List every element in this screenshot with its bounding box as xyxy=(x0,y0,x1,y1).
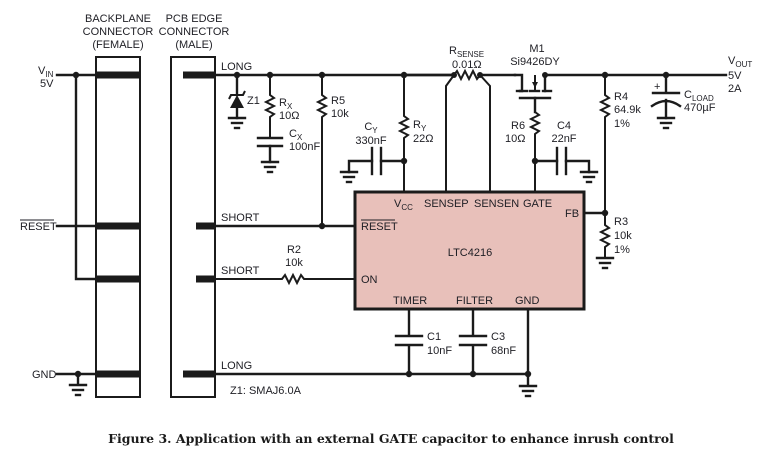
ltc4216-ic xyxy=(353,190,586,311)
r2-ref: R2 xyxy=(287,244,301,256)
r4-ref: R4 xyxy=(614,91,628,103)
pin-on: ON xyxy=(361,274,378,286)
backplane-label-2: CONNECTOR xyxy=(83,26,154,38)
ic-name: LTC4216 xyxy=(448,247,492,259)
cy-value: 330nF xyxy=(355,135,386,147)
m1-value: Si9426DY xyxy=(510,56,560,68)
r3-ref: R3 xyxy=(614,216,628,228)
vin-to-on-wire xyxy=(74,73,98,281)
cload-value: 470µF xyxy=(684,102,716,114)
cload-ref: CLOAD xyxy=(684,89,714,103)
pin-gnd: GND xyxy=(515,295,540,307)
r3-tolerance: 1% xyxy=(614,244,630,256)
r4-value: 64.9k xyxy=(614,104,641,116)
pin-length-on: SHORT xyxy=(221,265,260,277)
r5-value: 10k xyxy=(331,108,349,120)
ground-icon xyxy=(518,307,538,398)
pin-length-vin: LONG xyxy=(221,61,252,73)
rx-resistor xyxy=(263,75,277,138)
pin-fb: FB xyxy=(565,208,579,220)
pin-gate: GATE xyxy=(523,198,552,210)
r5-resistor xyxy=(315,75,329,226)
ry-value: 22Ω xyxy=(413,133,433,145)
pin-length-reset: SHORT xyxy=(221,212,260,224)
c4-ref: C4 xyxy=(557,120,571,132)
pin-sensep: SENSEP xyxy=(424,198,469,210)
plus-icon: + xyxy=(654,81,660,93)
pin-sensen: SENSEN xyxy=(474,198,519,210)
z1-ref: Z1 xyxy=(247,95,260,107)
backplane-label-1: BACKPLANE xyxy=(85,13,151,25)
c4-capacitor xyxy=(533,146,599,184)
pin-vcc: VCC xyxy=(394,198,413,212)
rsense-value: 0.01Ω xyxy=(452,59,482,71)
r3-resistor xyxy=(595,213,615,270)
c3-capacitor xyxy=(458,307,488,376)
pcb-edge-label-3: (MALE) xyxy=(175,39,212,51)
r6-ref: R6 xyxy=(511,120,525,132)
backplane-label-3: (FEMALE) xyxy=(92,39,143,51)
vin-label: VIN xyxy=(38,65,54,79)
cx-ref: CX xyxy=(289,128,303,142)
rsense-resistor xyxy=(402,68,517,192)
reset-net-label: RESET xyxy=(20,221,57,233)
cx-capacitor xyxy=(256,136,284,174)
r6-resistor xyxy=(528,111,542,192)
c1-ref: C1 xyxy=(427,331,441,343)
pin-length-gnd: LONG xyxy=(221,360,252,372)
cload-capacitor: + xyxy=(650,73,682,130)
pin-reset: RESET xyxy=(361,221,398,233)
c3-value: 68nF xyxy=(491,345,516,357)
rx-value: 10Ω xyxy=(279,110,299,122)
ry-resistor xyxy=(397,74,411,193)
r4-tolerance: 1% xyxy=(614,118,630,130)
pin-filter: FILTER xyxy=(456,295,493,307)
r4-resistor xyxy=(598,75,612,213)
vin-value: 5V xyxy=(40,78,54,90)
m1-ref: M1 xyxy=(529,43,544,55)
cy-ref: CY xyxy=(364,121,378,135)
r6-value: 10Ω xyxy=(505,133,525,145)
ground-icon xyxy=(68,372,88,397)
pin-timer: TIMER xyxy=(393,295,427,307)
ry-ref: RY xyxy=(413,119,427,133)
pcb-edge-label-1: PCB EDGE xyxy=(166,13,223,25)
r2-resistor xyxy=(215,272,355,286)
pcb-edge-label-2: CONNECTOR xyxy=(159,26,230,38)
rsense-ref: RSENSE xyxy=(449,45,484,59)
gnd-net-label: GND xyxy=(32,369,57,381)
c4-value: 22nF xyxy=(551,133,576,145)
cy-capacitor xyxy=(339,146,406,184)
r2-value: 10k xyxy=(285,257,303,269)
z1-note: Z1: SMAJ6.0A xyxy=(230,385,302,397)
vout-label: VOUT xyxy=(728,55,752,69)
c1-value: 10nF xyxy=(427,345,452,357)
figure-caption: Figure 3. Application with an external G… xyxy=(108,431,674,446)
cx-value: 100nF xyxy=(289,141,320,153)
m1-mosfet xyxy=(513,72,553,114)
r5-ref: R5 xyxy=(331,95,345,107)
c3-ref: C3 xyxy=(491,331,505,343)
r3-value: 10k xyxy=(614,230,632,242)
rx-ref: RX xyxy=(279,97,293,111)
vout-value: 5V xyxy=(728,70,742,82)
z1-tvs-diode xyxy=(227,73,247,130)
c1-capacitor xyxy=(394,307,424,376)
vout-current: 2A xyxy=(728,83,742,95)
